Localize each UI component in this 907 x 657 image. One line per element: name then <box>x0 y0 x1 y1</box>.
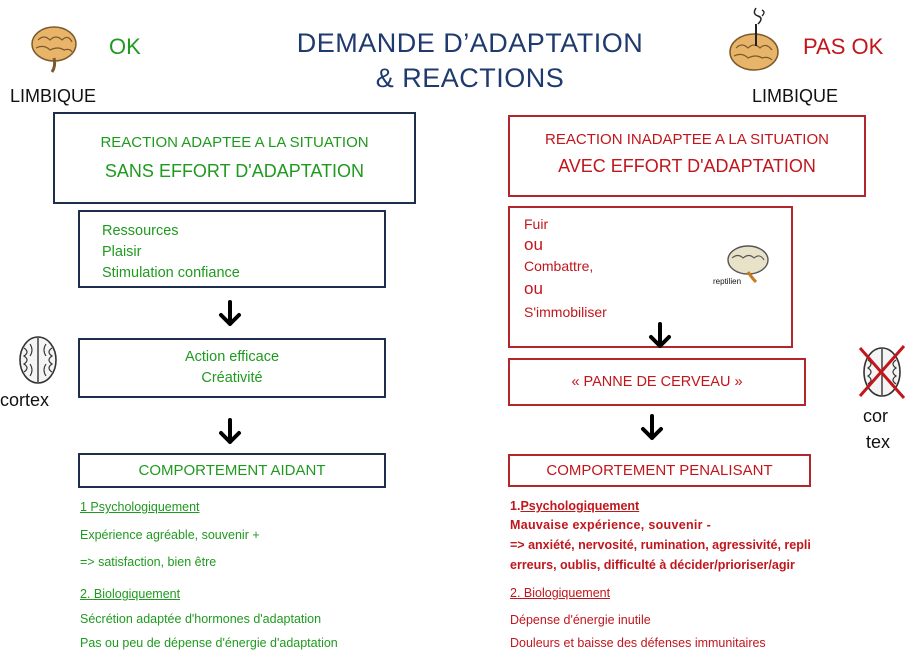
right-cortex-label-bottom: tex <box>866 432 891 452</box>
brain-reptilian-icon <box>727 245 769 284</box>
right-cortex-label-top: cor <box>863 406 889 426</box>
right-behavior-label: COMPORTEMENT PENALISANT <box>546 462 773 479</box>
right-psy-heading-num: 1. <box>510 499 521 513</box>
left-behavior-box: COMPORTEMENT AIDANT <box>78 453 386 488</box>
right-reaction-line1: REACTION INADAPTEE A LA SITUATION <box>545 131 829 148</box>
left-psy-line: Expérience agréable, souvenir + <box>80 528 260 542</box>
right-response-or: ou <box>524 235 543 254</box>
right-psy-line: => anxiété, nervosité, rumination, agres… <box>510 538 811 552</box>
down-arrow-icon <box>641 414 663 440</box>
down-arrow-icon <box>219 418 241 444</box>
brain-cortex-crossed-icon <box>858 345 906 399</box>
right-psy-heading: 1.Psychologiquement <box>510 499 639 513</box>
right-brain-failure-label: « PANNE DE CERVEAU » <box>571 374 743 390</box>
right-psy-line: erreurs, oublis, difficulté à décider/pr… <box>510 558 795 572</box>
down-arrow-icon <box>649 322 671 348</box>
left-resource-item: Ressources <box>102 223 179 239</box>
left-limbique-label: LIMBIQUE <box>10 86 97 106</box>
right-response-item: Fuir <box>524 216 549 232</box>
right-response-box: Fuir ou Combattre, ou S'immobiliser <box>508 206 793 348</box>
left-bio-line: Pas ou peu de dépense d'énergie d'adapta… <box>80 636 338 650</box>
right-behavior-box: COMPORTEMENT PENALISANT <box>508 454 811 487</box>
right-brain-failure-box: « PANNE DE CERVEAU » <box>508 358 806 406</box>
left-reaction-line1: REACTION ADAPTEE A LA SITUATION <box>100 134 369 151</box>
left-action-item: Action efficace <box>184 349 280 365</box>
left-psy-line: => satisfaction, bien être <box>80 555 217 569</box>
left-behavior-label: COMPORTEMENT AIDANT <box>138 462 326 479</box>
right-bio-line: Dépense d'énergie inutile <box>510 613 651 627</box>
down-arrow-icon <box>219 300 241 326</box>
left-action-item: Créativité <box>201 370 263 386</box>
right-status: PAS OK <box>803 34 884 59</box>
left-bio-line: Sécrétion adaptée d'hormones d'adaptatio… <box>80 612 322 626</box>
brain-cortex-left-icon <box>19 336 57 384</box>
left-status: OK <box>109 34 141 59</box>
right-reaction-line2: AVEC EFFORT D'ADAPTATION <box>558 156 816 176</box>
left-reaction-line2: SANS EFFORT D'ADAPTATION <box>104 161 365 181</box>
right-response-item: Combattre, <box>524 258 594 274</box>
right-response-or: ou <box>524 279 543 298</box>
reptilien-label: reptilien <box>713 277 742 286</box>
right-bio-heading-text: 2. Biologiquement <box>510 586 611 600</box>
left-action-box: Action efficace Créativité <box>78 338 386 398</box>
right-psy-line: Mauvaise expérience, souvenir - <box>510 518 712 532</box>
left-resource-item: Stimulation confiance <box>102 265 240 281</box>
left-psy-heading: 1 Psychologiquement <box>80 500 200 514</box>
right-bio-heading: 2. Biologiquement <box>510 586 610 600</box>
left-resource-item: Plaisir <box>102 244 142 260</box>
page-title: DEMANDE D’ADAPTATION & REACTIONS <box>250 28 690 94</box>
title-line-2: & REACTIONS <box>375 63 565 93</box>
right-psy-heading-text: Psychologiquement <box>520 499 640 513</box>
left-reaction-box: REACTION ADAPTEE A LA SITUATION SANS EFF… <box>53 112 416 204</box>
brain-limbic-stressed-icon <box>729 7 779 71</box>
left-psy-heading-text: 1 Psychologiquement <box>80 500 200 514</box>
right-reaction-box: REACTION INADAPTEE A LA SITUATION AVEC E… <box>508 115 866 197</box>
left-resources-box: Ressources Plaisir Stimulation confiance <box>78 210 386 288</box>
title-line-1: DEMANDE D’ADAPTATION <box>296 28 644 58</box>
right-response-item: S'immobiliser <box>524 304 607 320</box>
brain-limbic-left-icon <box>31 26 77 73</box>
right-bio-line: Douleurs et baisse des défenses immunita… <box>510 636 766 650</box>
left-cortex-label: cortex <box>0 390 50 410</box>
right-limbique-label: LIMBIQUE <box>752 86 839 106</box>
left-bio-heading: 2. Biologiquement <box>80 587 180 601</box>
left-bio-heading-text: 2. Biologiquement <box>80 587 181 601</box>
